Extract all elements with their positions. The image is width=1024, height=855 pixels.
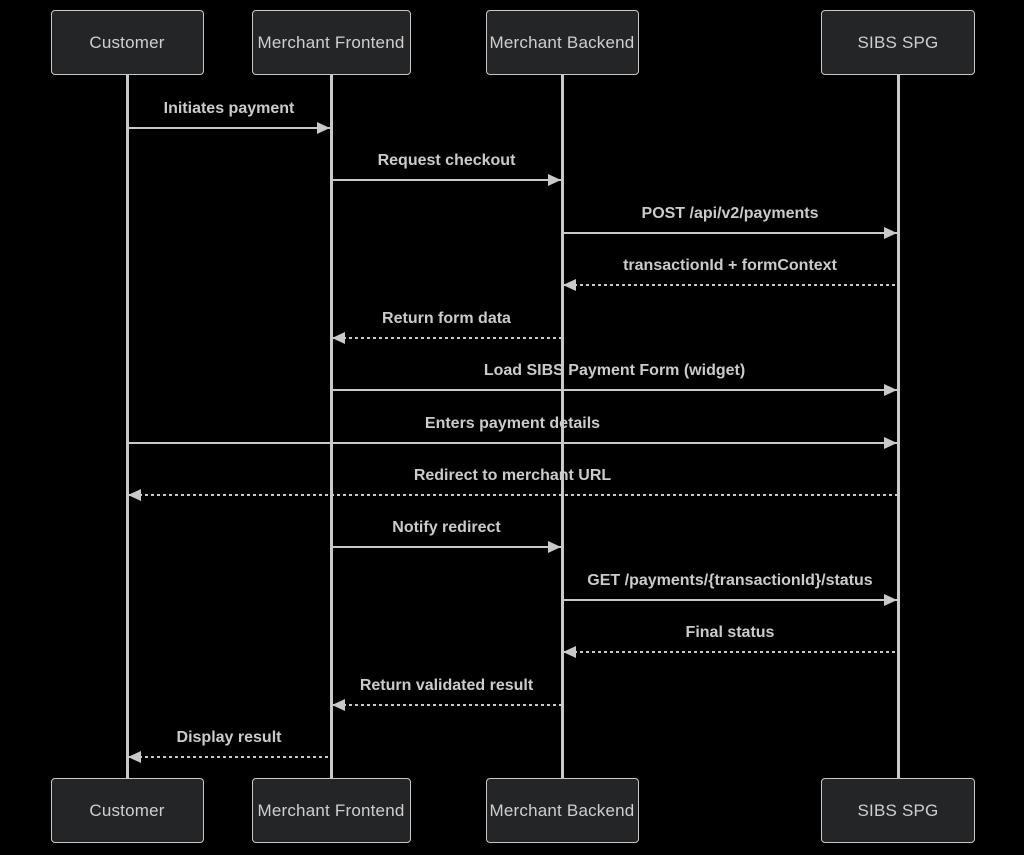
participant-label: Merchant Backend <box>489 32 635 52</box>
message-line <box>331 703 562 706</box>
arrowhead-left-icon <box>563 279 576 292</box>
arrowhead-right-icon <box>884 226 897 239</box>
message-line <box>562 598 898 601</box>
message-label: transactionId + formContext <box>623 257 837 275</box>
message-line <box>331 546 562 549</box>
participant-label: Merchant Frontend <box>257 32 405 52</box>
arrowhead-right-icon <box>548 174 561 187</box>
participant-label: Merchant Backend <box>489 800 635 820</box>
arrowhead-right-icon <box>548 541 561 554</box>
message-line <box>127 127 331 129</box>
arrowhead-right-icon <box>884 593 897 606</box>
arrowhead-left-icon <box>128 488 141 501</box>
participant-label: SIBS SPG <box>857 32 939 52</box>
arrowhead-right-icon <box>317 122 330 134</box>
message-label: Return form data <box>382 309 511 327</box>
participant-top-customer: Customer <box>50 10 204 75</box>
arrowhead-left-icon <box>332 331 345 344</box>
participant-label: Merchant Frontend <box>257 800 405 820</box>
lifeline-frontend <box>329 75 333 778</box>
message-line <box>562 231 898 234</box>
lifeline-backend <box>560 75 564 778</box>
participant-top-sibs: SIBS SPG <box>821 10 975 75</box>
lifeline-sibs <box>896 75 900 778</box>
message-label: Display result <box>176 729 282 747</box>
message-label: Request checkout <box>377 152 516 170</box>
message-line <box>127 756 331 759</box>
arrowhead-right-icon <box>884 436 897 449</box>
participant-label: SIBS SPG <box>857 800 939 820</box>
message-label: Initiates payment <box>163 100 295 117</box>
message-label: Load SIBS Payment Form (widget) <box>483 362 746 380</box>
message-label: Enters payment details <box>424 414 601 432</box>
message-label: Redirect to merchant URL <box>413 466 612 484</box>
message-line <box>331 179 562 182</box>
message-label: Final status <box>685 624 775 642</box>
participant-label: Customer <box>89 32 165 52</box>
arrowhead-left-icon <box>332 698 345 711</box>
participant-bottom-frontend: Merchant Frontend <box>251 778 411 843</box>
arrowhead-left-icon <box>128 751 141 764</box>
participant-label: Customer <box>89 800 165 820</box>
participant-bottom-backend: Merchant Backend <box>485 778 639 843</box>
message-label: GET /payments/{transactionId}/status <box>587 571 873 589</box>
message-line <box>127 441 898 444</box>
arrowhead-left-icon <box>563 646 576 659</box>
message-label: POST /api/v2/payments <box>641 204 819 222</box>
message-line <box>127 493 898 496</box>
arrowhead-right-icon <box>884 384 897 397</box>
message-line <box>331 389 898 392</box>
message-label: Return validated result <box>359 676 534 694</box>
participant-bottom-sibs: SIBS SPG <box>821 778 975 843</box>
message-label: Notify redirect <box>392 519 501 537</box>
lifeline-customer <box>125 75 129 778</box>
participant-bottom-customer: Customer <box>50 778 204 843</box>
message-line <box>562 651 898 654</box>
participant-top-backend: Merchant Backend <box>485 10 639 75</box>
message-line <box>562 284 898 287</box>
participant-top-frontend: Merchant Frontend <box>251 10 411 75</box>
message-line <box>331 336 562 339</box>
